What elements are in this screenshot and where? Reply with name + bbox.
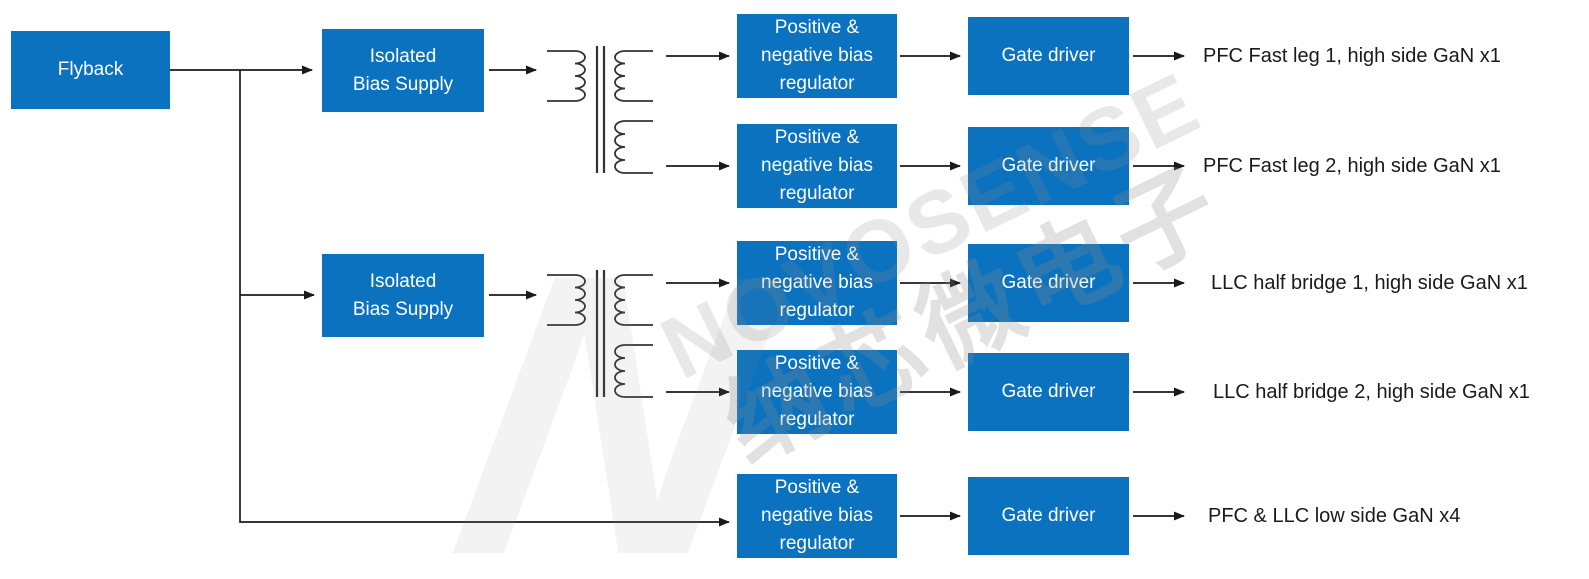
block-label-line: Isolated [369, 45, 437, 67]
block-label: Gate driver [1001, 272, 1096, 293]
block-label-line: Positive & [774, 127, 860, 148]
flyback-block: Flyback [11, 31, 170, 109]
block-label-line: Bias Supply [352, 73, 454, 95]
block-label: Flyback [57, 59, 124, 80]
bias-regulator-block-3: Positive & negative bias regulator [737, 241, 897, 325]
transformer-icon-2 [547, 270, 653, 398]
bias-regulator-block-2: Positive & negative bias regulator [737, 124, 897, 208]
block-label-line: Positive & [774, 353, 860, 374]
block-label-line: negative bias [761, 505, 873, 526]
bias-regulator-block-4: Positive & negative bias regulator [737, 350, 897, 434]
block-label-line: negative bias [761, 45, 873, 66]
output-label-4: LLC half bridge 2, high side GaN x1 [1213, 381, 1530, 403]
output-label-3: LLC half bridge 1, high side GaN x1 [1211, 272, 1528, 294]
block-label: Gate driver [1001, 505, 1096, 526]
block-label-line: negative bias [761, 381, 873, 402]
block-label-line: regulator [779, 533, 855, 554]
output-label-1: PFC Fast leg 1, high side GaN x1 [1203, 45, 1501, 67]
block-label-line: Bias Supply [352, 298, 454, 320]
block-label-line: regulator [779, 73, 855, 94]
block-label-line: regulator [779, 409, 855, 430]
gate-driver-block-1: Gate driver [968, 17, 1129, 95]
block-label-line: regulator [779, 300, 855, 321]
block-label-line: Positive & [774, 477, 860, 498]
block-label-line: Isolated [369, 270, 437, 292]
gate-driver-block-2: Gate driver [968, 127, 1129, 205]
block-label: Gate driver [1001, 381, 1096, 402]
isolated-bias-supply-block-2: Isolated Bias Supply [322, 254, 484, 337]
bias-regulator-block-1: Positive & negative bias regulator [737, 14, 897, 98]
block-label: Gate driver [1001, 155, 1096, 176]
gate-driver-block-3: Gate driver [968, 244, 1129, 322]
gate-driver-block-5: Gate driver [968, 477, 1129, 555]
block-label-line: negative bias [761, 155, 873, 176]
isolated-bias-supply-block-1: Isolated Bias Supply [322, 29, 484, 112]
block-label: Gate driver [1001, 45, 1096, 66]
bias-regulator-block-5: Positive & negative bias regulator [737, 474, 897, 558]
transformer-icon-1 [547, 46, 653, 174]
output-label-2: PFC Fast leg 2, high side GaN x1 [1203, 155, 1501, 177]
output-label-5: PFC & LLC low side GaN x4 [1208, 505, 1461, 527]
block-label-line: Positive & [774, 17, 860, 38]
arrow-branch-to-reg5 [239, 70, 730, 527]
block-label-line: Positive & [774, 244, 860, 265]
block-label-line: regulator [779, 183, 855, 204]
block-label-line: negative bias [761, 272, 873, 293]
gate-driver-block-4: Gate driver [968, 353, 1129, 431]
